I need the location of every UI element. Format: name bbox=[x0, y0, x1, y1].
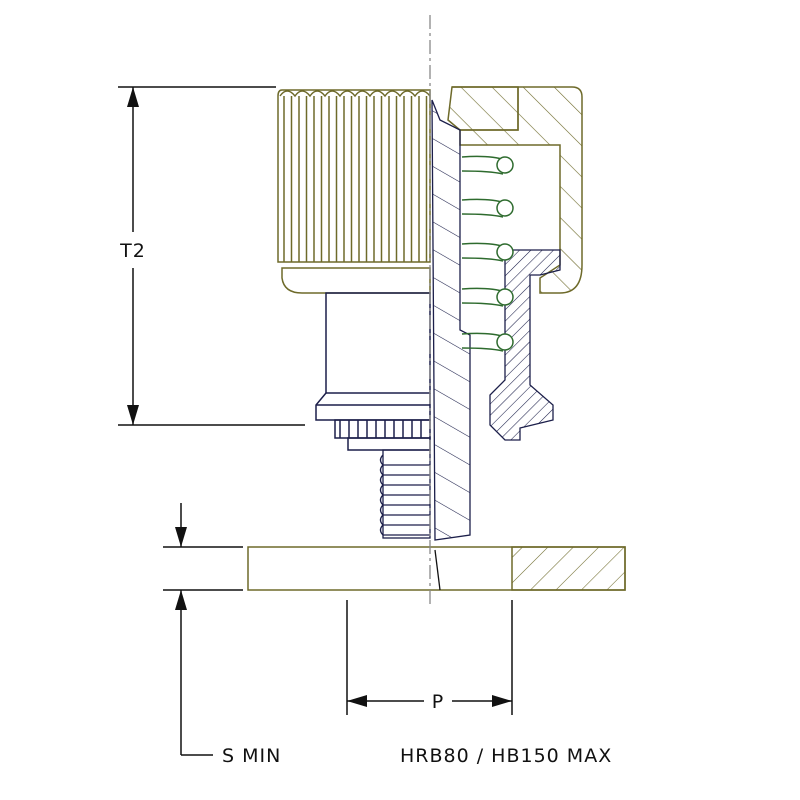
knob-section-half bbox=[447, 86, 583, 294]
p-dimension bbox=[346, 600, 513, 715]
spring-wire-section bbox=[496, 199, 514, 217]
s-min-dimension bbox=[163, 503, 243, 756]
thread-line bbox=[379, 454, 430, 466]
panel bbox=[247, 546, 626, 591]
spring bbox=[461, 155, 514, 352]
t2-label: T2 bbox=[119, 240, 146, 262]
thread-line bbox=[379, 524, 430, 536]
p-label: P bbox=[432, 691, 444, 713]
spring-wire-section bbox=[496, 333, 514, 351]
thread-line bbox=[379, 484, 430, 496]
thread-line bbox=[379, 494, 430, 506]
t2-dimension bbox=[118, 86, 305, 426]
thread-line bbox=[379, 514, 430, 526]
spring-wire-section bbox=[496, 288, 514, 306]
knob-knurled-half bbox=[277, 89, 431, 294]
screw-shaft bbox=[379, 99, 471, 541]
hardness-note: HRB80 / HB150 MAX bbox=[400, 745, 612, 767]
spring-wire-section bbox=[496, 156, 514, 174]
thread-line bbox=[379, 464, 430, 476]
ferrule-body bbox=[315, 292, 431, 451]
s-min-label: S MIN bbox=[222, 745, 281, 767]
thread-line bbox=[379, 474, 430, 486]
knurl-crest bbox=[279, 90, 431, 98]
spring-wire-section bbox=[496, 243, 514, 261]
thread-line bbox=[379, 504, 430, 516]
